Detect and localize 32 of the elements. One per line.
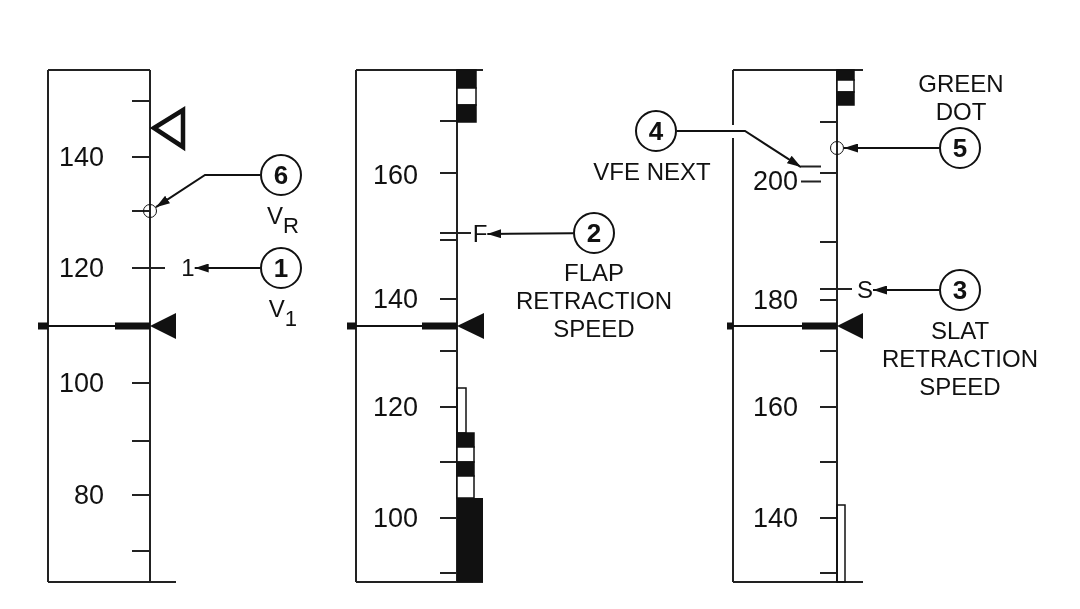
scale-number: 80 xyxy=(73,480,104,510)
callout-number: 5 xyxy=(939,127,981,169)
scale-number: 160 xyxy=(752,392,798,422)
scale-number: 120 xyxy=(58,253,104,283)
speed-symbol: 1 xyxy=(181,255,195,281)
callout-number: 6 xyxy=(260,154,302,196)
leader-arrow xyxy=(676,130,802,169)
leader-arrow xyxy=(486,229,574,239)
callout-caption: FLAP RETRACTION SPEED xyxy=(515,259,673,343)
scale-number: 120 xyxy=(372,392,418,422)
leader-arrow xyxy=(193,263,261,273)
callout-number: 1 xyxy=(260,247,302,289)
scale-number: 200 xyxy=(752,166,798,196)
callout-number: 4 xyxy=(635,110,677,152)
scale-number: 140 xyxy=(58,142,104,172)
double-tick-marker xyxy=(801,164,821,183)
leader-arrow xyxy=(872,285,940,295)
scale-number: 140 xyxy=(372,284,418,314)
scale-number: 180 xyxy=(752,285,798,315)
callout-caption: VFE NEXT xyxy=(593,158,711,186)
scale-number: 160 xyxy=(372,160,418,190)
scale-number: 140 xyxy=(752,503,798,533)
leader-arrow xyxy=(154,174,261,209)
speed-symbol: F xyxy=(472,221,488,247)
callout-caption: SLAT RETRACTION SPEED xyxy=(881,317,1039,401)
callout-number: 3 xyxy=(939,269,981,311)
speed-symbol: S xyxy=(857,277,873,303)
scale-number: 100 xyxy=(58,368,104,398)
leader-arrow xyxy=(843,143,940,153)
callout-number: 2 xyxy=(573,212,615,254)
callout-caption: GREEN DOT xyxy=(917,70,1005,126)
scale-number: 100 xyxy=(372,503,418,533)
